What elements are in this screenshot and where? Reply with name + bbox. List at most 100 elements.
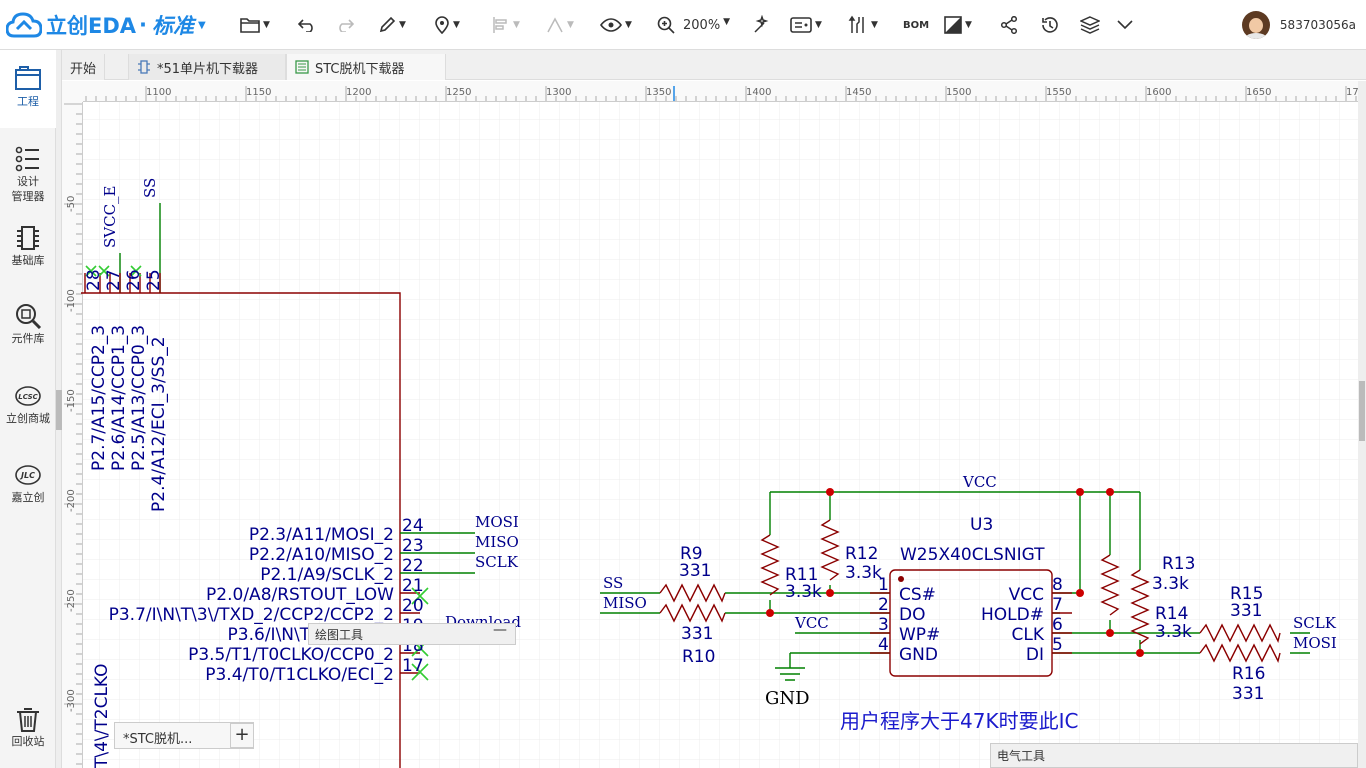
- place-menu-button[interactable]: ▼: [434, 13, 460, 37]
- view-menu-button[interactable]: ▼: [600, 13, 632, 37]
- tab-label: 开始: [70, 61, 97, 77]
- left-vertical-pin-name: T\4\/T2CLKO: [92, 663, 112, 768]
- u3-pin-name: DO: [899, 605, 925, 625]
- ruler-label: 1550: [1046, 87, 1071, 98]
- sidebar-item-design-manager[interactable]: 设计 管理器: [0, 146, 56, 204]
- distribute-icon: [547, 17, 563, 33]
- sidebar-item-component-lib[interactable]: 元件库: [0, 303, 56, 346]
- sidebar-item-basic-lib[interactable]: 基础库: [0, 225, 56, 268]
- panel-title: 绘图工具: [315, 628, 364, 642]
- sidebar-item-lcsc-mall[interactable]: LCSC 立创商城: [0, 383, 56, 426]
- tab-schematic[interactable]: *51单片机下载器: [128, 54, 286, 80]
- tab-start[interactable]: 开始: [62, 54, 106, 80]
- right-pin-name: P3.4/T0/T1CLKO/ECI_2: [205, 665, 394, 685]
- ruler-label: -50: [66, 196, 77, 212]
- ruler-label: 1350: [646, 87, 671, 98]
- resistor-value: 3.3k: [785, 582, 822, 602]
- scrollbar-thumb[interactable]: [1359, 381, 1365, 441]
- redo-button[interactable]: [336, 13, 354, 37]
- ruler-label: 1100: [146, 87, 171, 98]
- layers-icon: [1080, 16, 1100, 34]
- resistor-ref: R13: [1162, 554, 1195, 574]
- app-logo[interactable]: 立创EDA · 标准 ▼: [6, 8, 206, 42]
- theme-menu-button[interactable]: ▼: [944, 13, 972, 37]
- tools-icon: [848, 15, 864, 33]
- right-pin-number: 20: [402, 596, 424, 616]
- chevron-down-icon: [1117, 20, 1133, 30]
- align-left-icon: [493, 17, 507, 33]
- resistor-value: 331: [1230, 601, 1262, 621]
- ruler-label: 1400: [746, 87, 771, 98]
- top-pin-number: 28: [84, 269, 104, 291]
- electrical-tools-panel[interactable]: 电气工具: [990, 743, 1358, 768]
- resistor-ref: R12: [845, 544, 878, 564]
- magic-wand-icon: [754, 15, 769, 33]
- netlist-menu-button[interactable]: ▼: [790, 13, 822, 37]
- ruler-label: -100: [66, 289, 77, 312]
- sidebar-item-label: 元件库: [11, 332, 45, 345]
- sidebar-item-jlc[interactable]: JLC 嘉立创: [0, 462, 56, 505]
- ruler-label: 1650: [1246, 87, 1271, 98]
- share-button[interactable]: [1000, 13, 1018, 37]
- u3-pin-name: GND: [899, 645, 938, 665]
- u3-pin-number: 4: [878, 635, 889, 655]
- u3-pin-name: CLK: [1012, 625, 1045, 645]
- drawing-tools-panel[interactable]: 绘图工具 —: [308, 622, 516, 645]
- u3-pin-name: WP#: [899, 625, 940, 645]
- top-pin-name: P2.6/A14/CCP1_3: [109, 325, 129, 471]
- sidebar-item-project[interactable]: 工程: [0, 50, 56, 128]
- align-menu-button[interactable]: ▼: [492, 13, 520, 37]
- redo-icon: [339, 19, 354, 32]
- sidebar-item-label: 设计: [17, 175, 39, 188]
- ruler-label: 1500: [946, 87, 971, 98]
- right-pin-number: 23: [402, 536, 424, 556]
- gnd-symbol: [775, 667, 805, 681]
- net-label-mosi-right: MOSI: [1293, 634, 1337, 652]
- sidebar-item-label: 回收站: [11, 735, 45, 748]
- ruler-label: 1250: [446, 87, 471, 98]
- zoom-menu-button[interactable]: 200% ▼: [657, 13, 730, 37]
- bom-button[interactable]: BOM: [903, 13, 929, 37]
- undo-button[interactable]: [298, 13, 316, 37]
- pencil-icon: [379, 16, 396, 33]
- net-label-svcc: SVCC_E: [101, 185, 119, 248]
- net-label-sclk-right: SCLK: [1293, 614, 1337, 632]
- layers-button[interactable]: [1080, 13, 1100, 37]
- design-rule-button[interactable]: [752, 13, 772, 37]
- ruler-label: -250: [66, 589, 77, 612]
- resistor-value: 331: [681, 624, 713, 644]
- net-label-vcc-rail: VCC: [962, 473, 997, 491]
- r11-zigzag: [760, 534, 780, 596]
- user-menu[interactable]: 583703056a: [1241, 8, 1356, 42]
- right-pin-number: 24: [402, 516, 424, 536]
- more-button[interactable]: [1117, 13, 1133, 37]
- history-button[interactable]: [1040, 13, 1060, 37]
- edit-menu-button[interactable]: ▼: [378, 13, 406, 37]
- pcb-icon: [295, 60, 309, 74]
- add-tab-button[interactable]: +: [230, 723, 254, 748]
- trash-icon: [17, 708, 39, 732]
- tab-pcb[interactable]: STC脱机下载器: [286, 54, 446, 80]
- ruler-label: 1150: [246, 87, 271, 98]
- u3-pin-number: 7: [1052, 595, 1063, 615]
- ruler-label: -300: [66, 689, 77, 712]
- distribute-menu-button[interactable]: ▼: [546, 13, 574, 37]
- sidebar-item-label: 立创商城: [6, 412, 50, 425]
- top-pin-lines: [84, 273, 161, 293]
- sidebar-item-recycle-bin[interactable]: 回收站: [0, 706, 56, 749]
- junctions: [766, 488, 1144, 657]
- r12-zigzag: [820, 519, 840, 581]
- gnd-label: GND: [765, 688, 810, 709]
- ruler-label: -150: [66, 389, 77, 412]
- file-menu-button[interactable]: ▼: [240, 13, 270, 37]
- list-tree-icon: [15, 146, 39, 172]
- tools-menu-button[interactable]: ▼: [848, 13, 878, 37]
- project-folder-icon: [15, 66, 41, 90]
- splitter-handle[interactable]: [56, 390, 62, 430]
- vertical-scrollbar[interactable]: [1358, 81, 1366, 768]
- minimize-icon[interactable]: —: [493, 622, 507, 638]
- sidebar-splitter[interactable]: [56, 50, 62, 768]
- left-sidebar: 工程 设计 管理器 基础库 元件库 LCSC 立创商城 JLC 嘉立创 回收站: [0, 50, 56, 768]
